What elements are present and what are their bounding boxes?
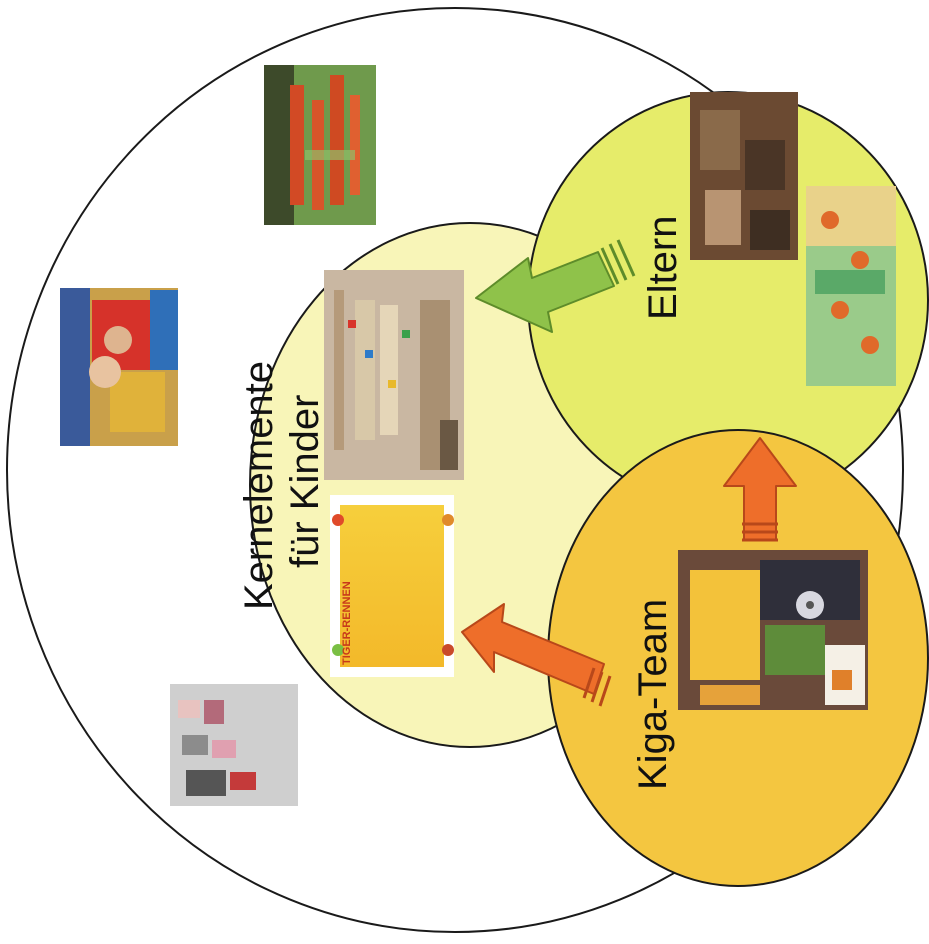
photo-classroom <box>324 270 464 480</box>
photo-children-walking <box>170 684 298 806</box>
poster-title: TIGER-RENNEN <box>341 581 353 665</box>
eltern-label: Eltern <box>641 216 685 321</box>
photo-tiger-poster: TIGER-RENNEN <box>330 495 454 677</box>
photo-cartoon <box>806 186 896 386</box>
arrow-team-to-kernel <box>461 603 612 707</box>
arrow-team-to-eltern <box>723 437 797 542</box>
photo-children-closeup <box>60 288 178 446</box>
photo-parents-meeting <box>690 92 798 260</box>
kernel-label-line2: für Kinder <box>283 395 327 568</box>
photo-team-table <box>678 550 868 710</box>
arrow-eltern-to-kernel <box>475 239 636 333</box>
team-label: Kiga-Team <box>631 599 675 790</box>
photo-sports-field <box>264 65 376 225</box>
kernel-label-line1: Kernelemente <box>237 361 281 610</box>
